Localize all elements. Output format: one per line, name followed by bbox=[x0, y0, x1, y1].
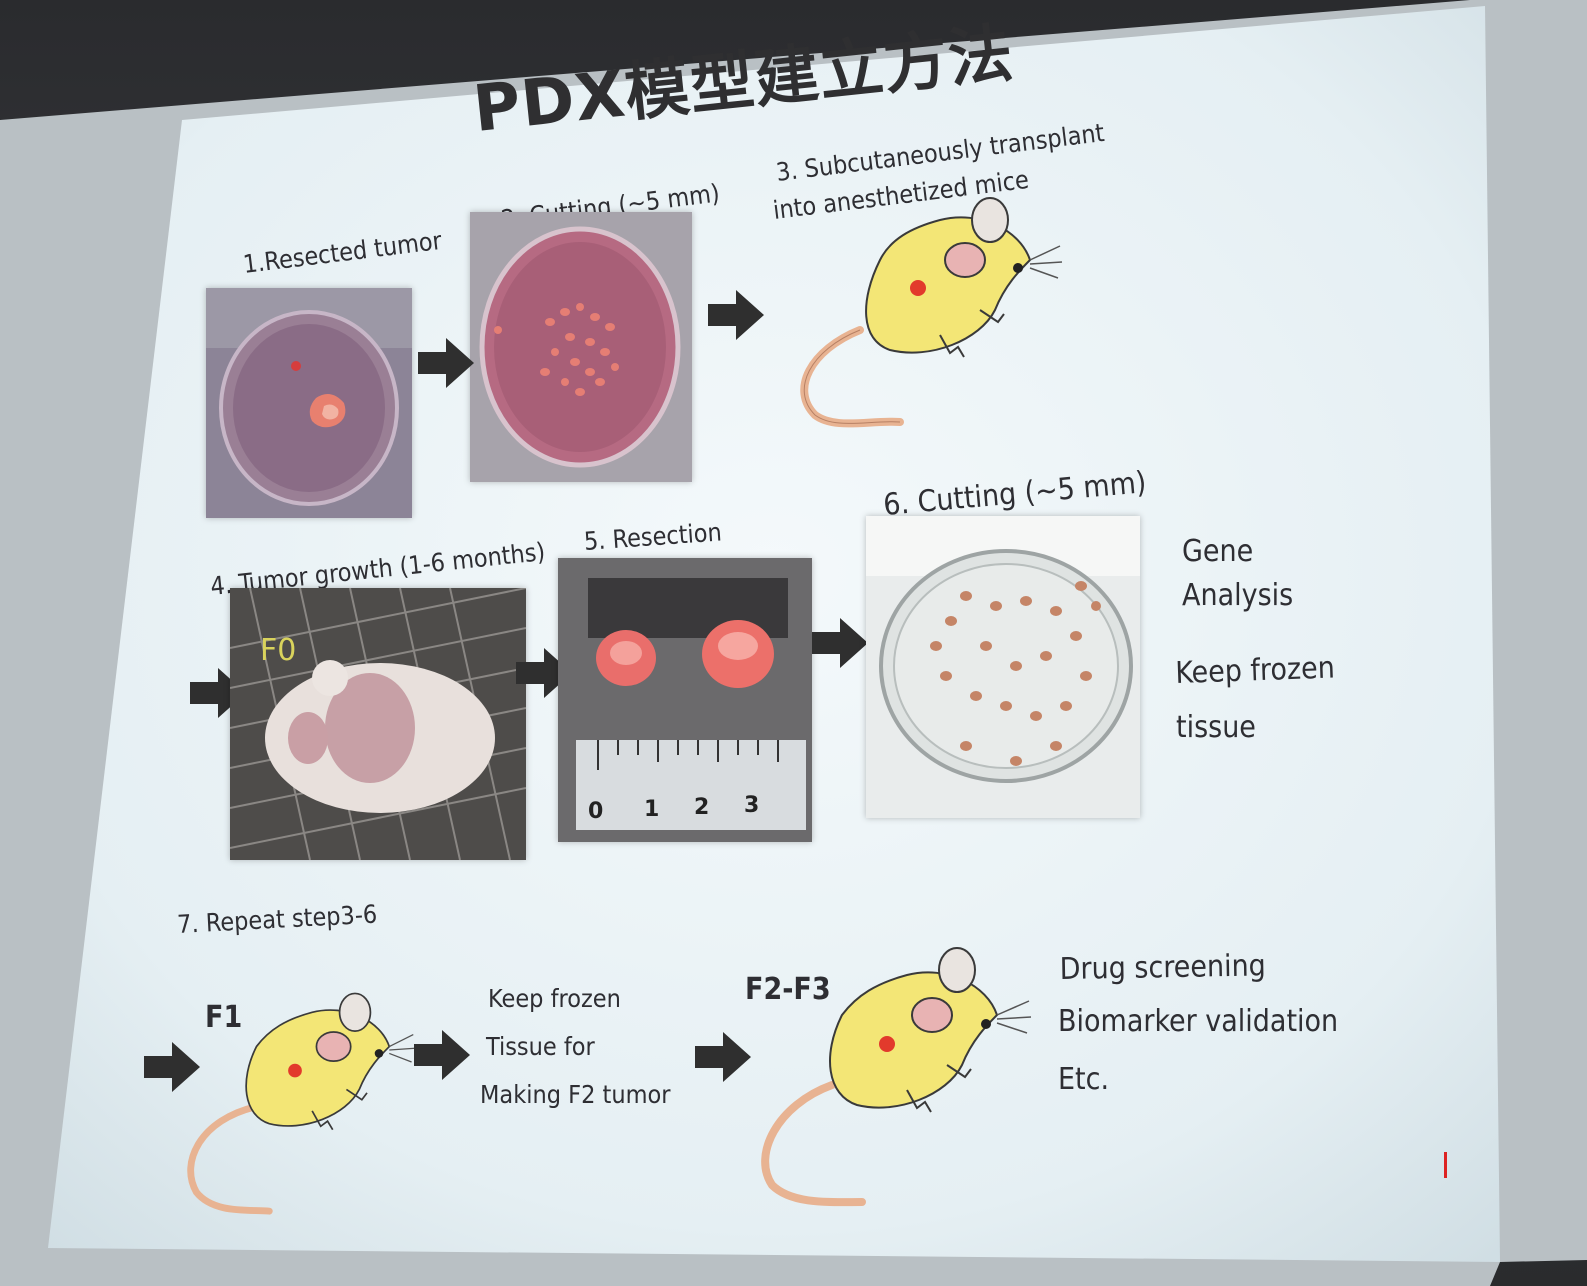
mouse-illustration bbox=[761, 947, 1032, 1207]
uses-line1: Drug screening bbox=[1059, 948, 1267, 987]
ruler-tick: 3 bbox=[744, 793, 759, 818]
arrow-icon bbox=[708, 290, 764, 340]
keep-frozen-tissue-line2: Tissue for bbox=[486, 1032, 595, 1061]
f2-f3-label: F2-F3 bbox=[745, 972, 831, 1007]
laser-pointer-mark bbox=[1444, 1152, 1447, 1178]
f0-label: F0 bbox=[260, 633, 296, 668]
uses-line3: Etc. bbox=[1058, 1062, 1110, 1097]
f1-label: F1 bbox=[205, 1000, 243, 1035]
uses-line2: Biomarker validation bbox=[1058, 1004, 1339, 1039]
arrow-icon bbox=[812, 618, 868, 668]
ruler-tick: 1 bbox=[644, 797, 659, 822]
keep-frozen-line2: tissue bbox=[1176, 710, 1256, 745]
mouse-illustration bbox=[187, 992, 415, 1215]
ruler-tick: 0 bbox=[588, 799, 603, 824]
gene-analysis-line1: Gene bbox=[1182, 534, 1254, 569]
mouse-illustration bbox=[800, 197, 1063, 428]
arrow-icon bbox=[695, 1032, 751, 1082]
cutting-dish-photo bbox=[866, 516, 1140, 818]
arrow-icon bbox=[418, 338, 474, 388]
tumor-growth-mouse-photo: F0 bbox=[230, 588, 526, 860]
arrow-icon bbox=[414, 1030, 470, 1080]
keep-frozen-tissue-line3: Making F2 tumor bbox=[480, 1080, 671, 1109]
cut-tumor-dish-photo bbox=[470, 212, 692, 482]
arrow-icon bbox=[144, 1042, 200, 1092]
resection-photo: 0 1 2 3 bbox=[558, 558, 812, 842]
ruler-tick: 2 bbox=[694, 795, 709, 820]
keep-frozen-line1: Keep frozen bbox=[1174, 650, 1336, 691]
resected-tumor-dish-photo bbox=[206, 288, 412, 518]
gene-analysis-line2: Analysis bbox=[1182, 578, 1294, 613]
keep-frozen-tissue-line1: Keep frozen bbox=[488, 984, 621, 1013]
